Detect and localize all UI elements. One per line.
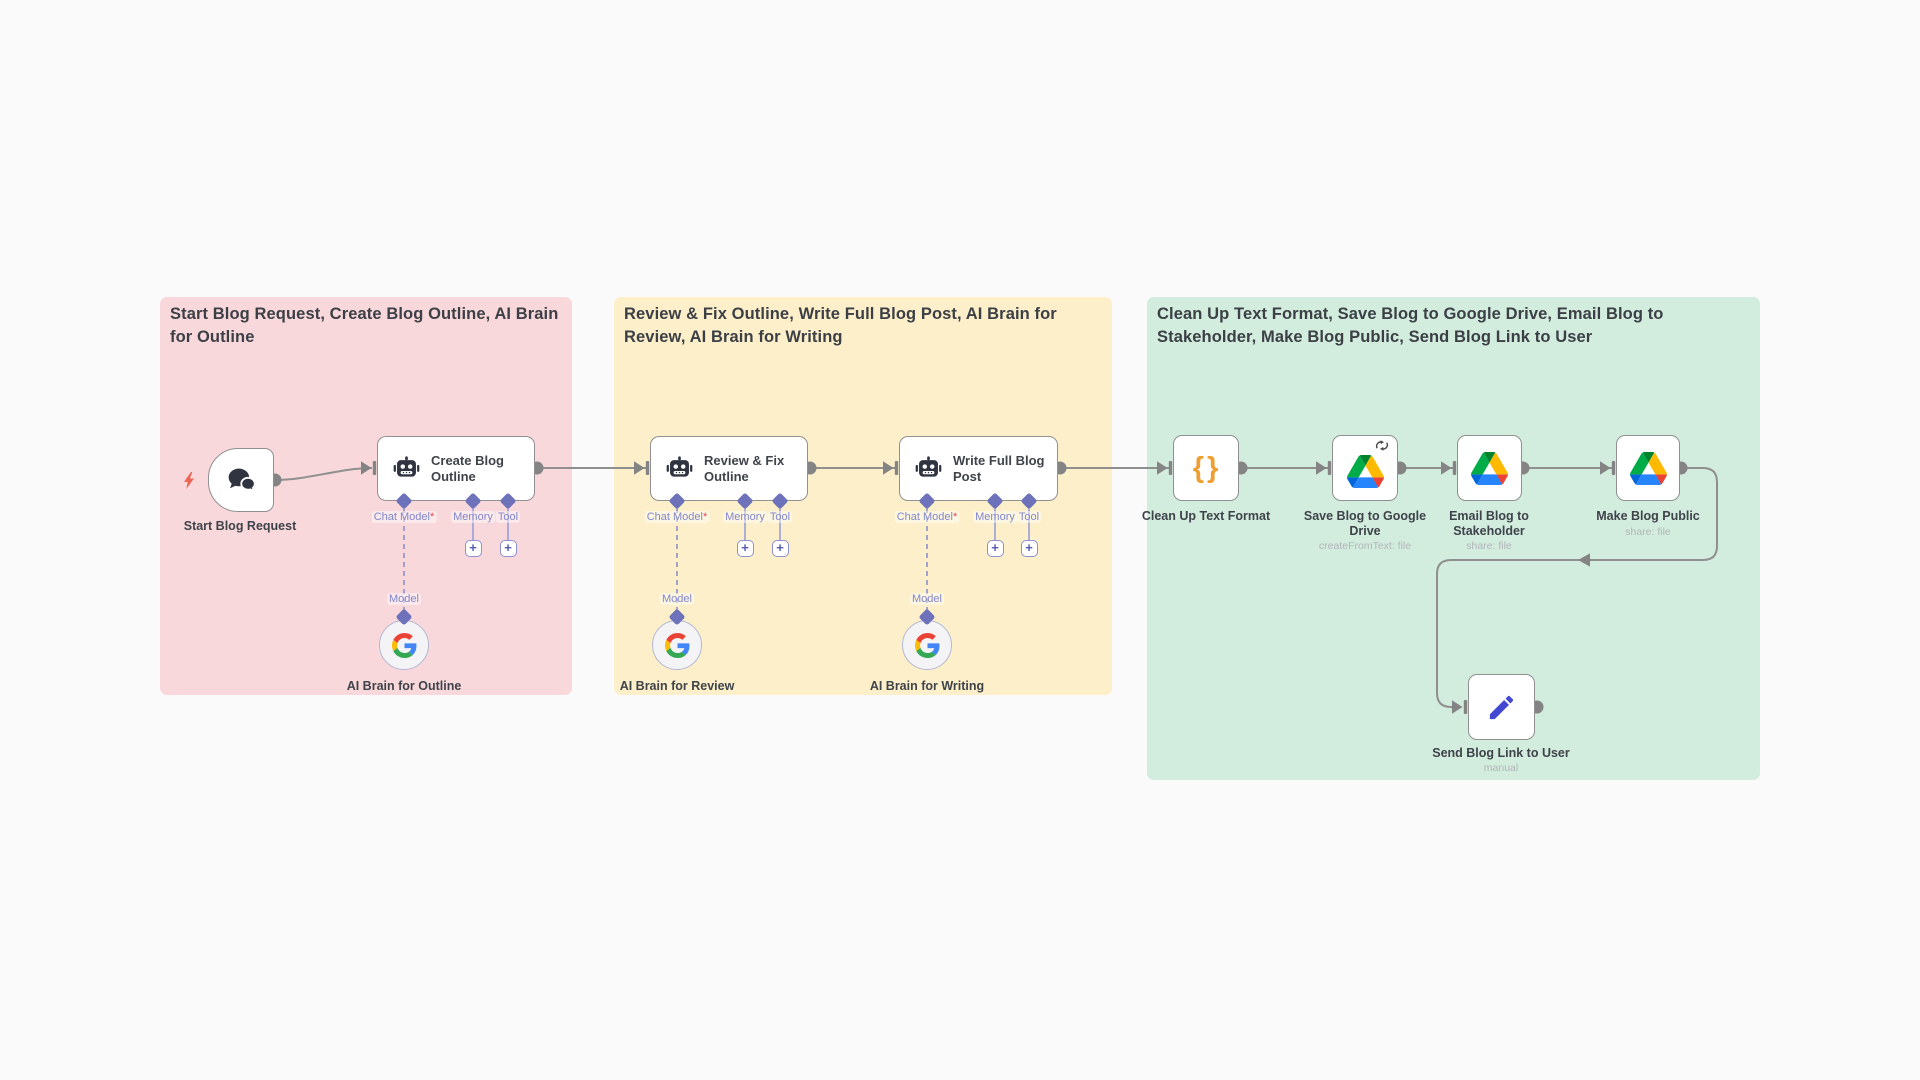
robot-icon xyxy=(915,455,942,482)
node-label: Create Blog Outline xyxy=(431,452,504,484)
node-subtitle: share: file xyxy=(1625,526,1671,538)
node-make-blog-public[interactable] xyxy=(1616,435,1680,501)
node-ai-brain-for-outline[interactable] xyxy=(379,620,429,670)
port-label-chat-model: Chat Model* xyxy=(644,511,710,523)
add-tool-button[interactable]: + xyxy=(499,540,517,557)
group-outline-title: Start Blog Request, Create Blog Outline,… xyxy=(170,305,559,347)
add-memory-button[interactable]: + xyxy=(464,540,482,557)
node-label: Review & Fix Outline xyxy=(704,452,785,484)
add-tool-button[interactable]: + xyxy=(771,540,789,557)
node-save-blog-to-google-drive[interactable] xyxy=(1332,435,1398,501)
port-label-memory: Memory xyxy=(973,511,1017,523)
add-memory-button[interactable]: + xyxy=(986,540,1004,557)
port-label-model: Model xyxy=(387,593,421,605)
group-publish-title: Clean Up Text Format, Save Blog to Googl… xyxy=(1157,305,1664,347)
group-writing-title: Review & Fix Outline, Write Full Blog Po… xyxy=(624,305,1057,347)
conn-make-send xyxy=(1436,467,1718,708)
port-label-model: Model xyxy=(660,593,694,605)
node-caption: Start Blog Request xyxy=(183,519,297,533)
node-write-full-blog-post[interactable]: Write Full Blog Post xyxy=(899,436,1058,501)
google-g-icon xyxy=(664,632,690,658)
robot-icon xyxy=(666,455,693,482)
port-label-memory: Memory xyxy=(723,511,767,523)
google-g-icon xyxy=(914,632,940,658)
node-caption: Clean Up Text Format xyxy=(1141,509,1271,523)
google-g-icon xyxy=(391,632,417,658)
node-ai-brain-for-review[interactable] xyxy=(652,620,702,670)
port-label-memory: Memory xyxy=(451,511,495,523)
node-caption: AI Brain for Writing xyxy=(869,679,985,693)
robot-icon xyxy=(393,455,420,482)
node-send-blog-link-to-user[interactable] xyxy=(1468,674,1535,740)
port-label-tool: Tool xyxy=(495,511,521,523)
chat-bubbles-icon xyxy=(226,466,257,494)
node-label: Write Full Blog Post xyxy=(953,452,1045,484)
google-drive-icon xyxy=(1471,451,1508,485)
node-caption: AI Brain for Review xyxy=(619,679,735,693)
input-endpoints xyxy=(361,461,1616,714)
port-label-tool: Tool xyxy=(767,511,793,523)
retry-icon xyxy=(1374,440,1390,451)
node-caption: Send Blog Link to User xyxy=(1432,746,1570,760)
lightning-bolt-icon xyxy=(183,472,196,489)
port-label-model: Model xyxy=(910,593,944,605)
node-ai-brain-for-writing[interactable] xyxy=(902,620,952,670)
node-start-blog-request[interactable] xyxy=(208,448,274,512)
node-caption: Make Blog Public xyxy=(1596,509,1700,523)
node-caption: Save Blog to Google Drive xyxy=(1303,509,1427,539)
node-review-fix-outline[interactable]: Review & Fix Outline xyxy=(650,436,808,501)
port-label-tool: Tool xyxy=(1016,511,1042,523)
pencil-icon xyxy=(1486,692,1517,723)
add-memory-button[interactable]: + xyxy=(736,540,754,557)
group-publish[interactable]: Clean Up Text Format, Save Blog to Googl… xyxy=(1147,297,1760,780)
node-subtitle: manual xyxy=(1483,762,1519,774)
node-caption: AI Brain for Outline xyxy=(346,679,462,693)
add-tool-button[interactable]: + xyxy=(1020,540,1038,557)
conn-start-create xyxy=(274,467,373,481)
node-caption: Email Blog to Stakeholder xyxy=(1449,509,1529,539)
google-drive-icon xyxy=(1629,451,1667,485)
port-label-chat-model: Chat Model* xyxy=(371,511,437,523)
loop-arrow xyxy=(1578,553,1590,567)
node-subtitle: createFromText: file xyxy=(1318,540,1412,552)
port-label-chat-model: Chat Model* xyxy=(894,511,960,523)
node-create-blog-outline[interactable]: Create Blog Outline xyxy=(377,436,535,501)
google-drive-icon xyxy=(1346,454,1384,488)
curly-braces-icon: {} xyxy=(1192,451,1220,484)
node-clean-up-text-format[interactable]: {} xyxy=(1173,435,1239,501)
node-email-blog-to-stakeholder[interactable] xyxy=(1457,435,1522,501)
node-subtitle: share: file xyxy=(1466,540,1512,552)
